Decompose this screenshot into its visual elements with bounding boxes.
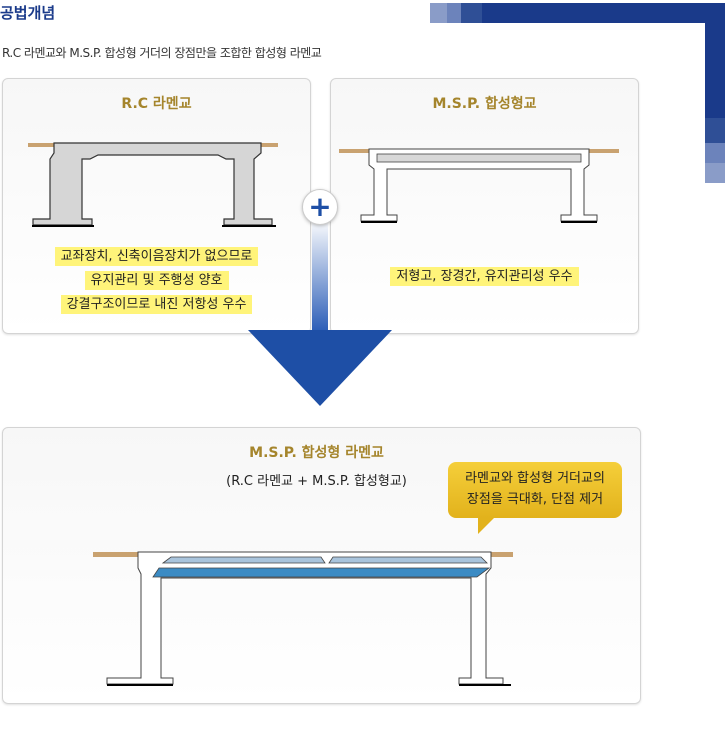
header-decoration bbox=[430, 3, 725, 23]
bubble-line: 장점을 극대화, 단점 제거 bbox=[466, 492, 604, 507]
plus-icon: + bbox=[302, 189, 338, 225]
combine-arrow bbox=[248, 218, 392, 406]
msp-rahmen-panel: M.S.P. 합성형 라멘교 (R.C 라멘교 + M.S.P. 합성형교) 라… bbox=[2, 427, 641, 704]
panel-title: M.S.P. 합성형 라멘교 bbox=[249, 445, 384, 461]
bubble-line: 라멘교와 합성형 거더교의 bbox=[465, 471, 605, 486]
rc-rahmen-panel: R.C 라멘교 교좌장치, 신축이음장치가 없으므로 유지관리 및 주행성 양호… bbox=[2, 78, 311, 334]
panel-title: R.C 라멘교 bbox=[121, 96, 192, 112]
panel-title: M.S.P. 합성형교 bbox=[432, 96, 537, 112]
rc-bridge-diagram bbox=[28, 142, 278, 227]
speech-bubble: 라멘교와 합성형 거더교의 장점을 극대화, 단점 제거 bbox=[448, 462, 622, 534]
page-subtitle: R.C 라멘교와 M.S.P. 합성형 거더의 장점만을 조합한 합성형 라멘교 bbox=[2, 46, 322, 60]
page-title: 공법개념 bbox=[0, 4, 56, 22]
side-decoration bbox=[705, 23, 725, 183]
feature-line: 유지관리 및 주행성 양호 bbox=[84, 271, 229, 290]
msp-composite-panel: M.S.P. 합성형교 저형고, 장경간, 유지관리성 우수 bbox=[330, 78, 639, 334]
msp-bridge-diagram bbox=[339, 148, 619, 223]
msp-rahmen-diagram bbox=[93, 551, 513, 686]
feature-line: 저형고, 장경간, 유지관리성 우수 bbox=[390, 267, 579, 286]
feature-line: 교좌장치, 신축이음장치가 없으므로 bbox=[54, 247, 259, 266]
panel-subtitle: (R.C 라멘교 + M.S.P. 합성형교) bbox=[226, 474, 407, 489]
feature-line: 강결구조이므로 내진 저항성 우수 bbox=[60, 295, 253, 314]
